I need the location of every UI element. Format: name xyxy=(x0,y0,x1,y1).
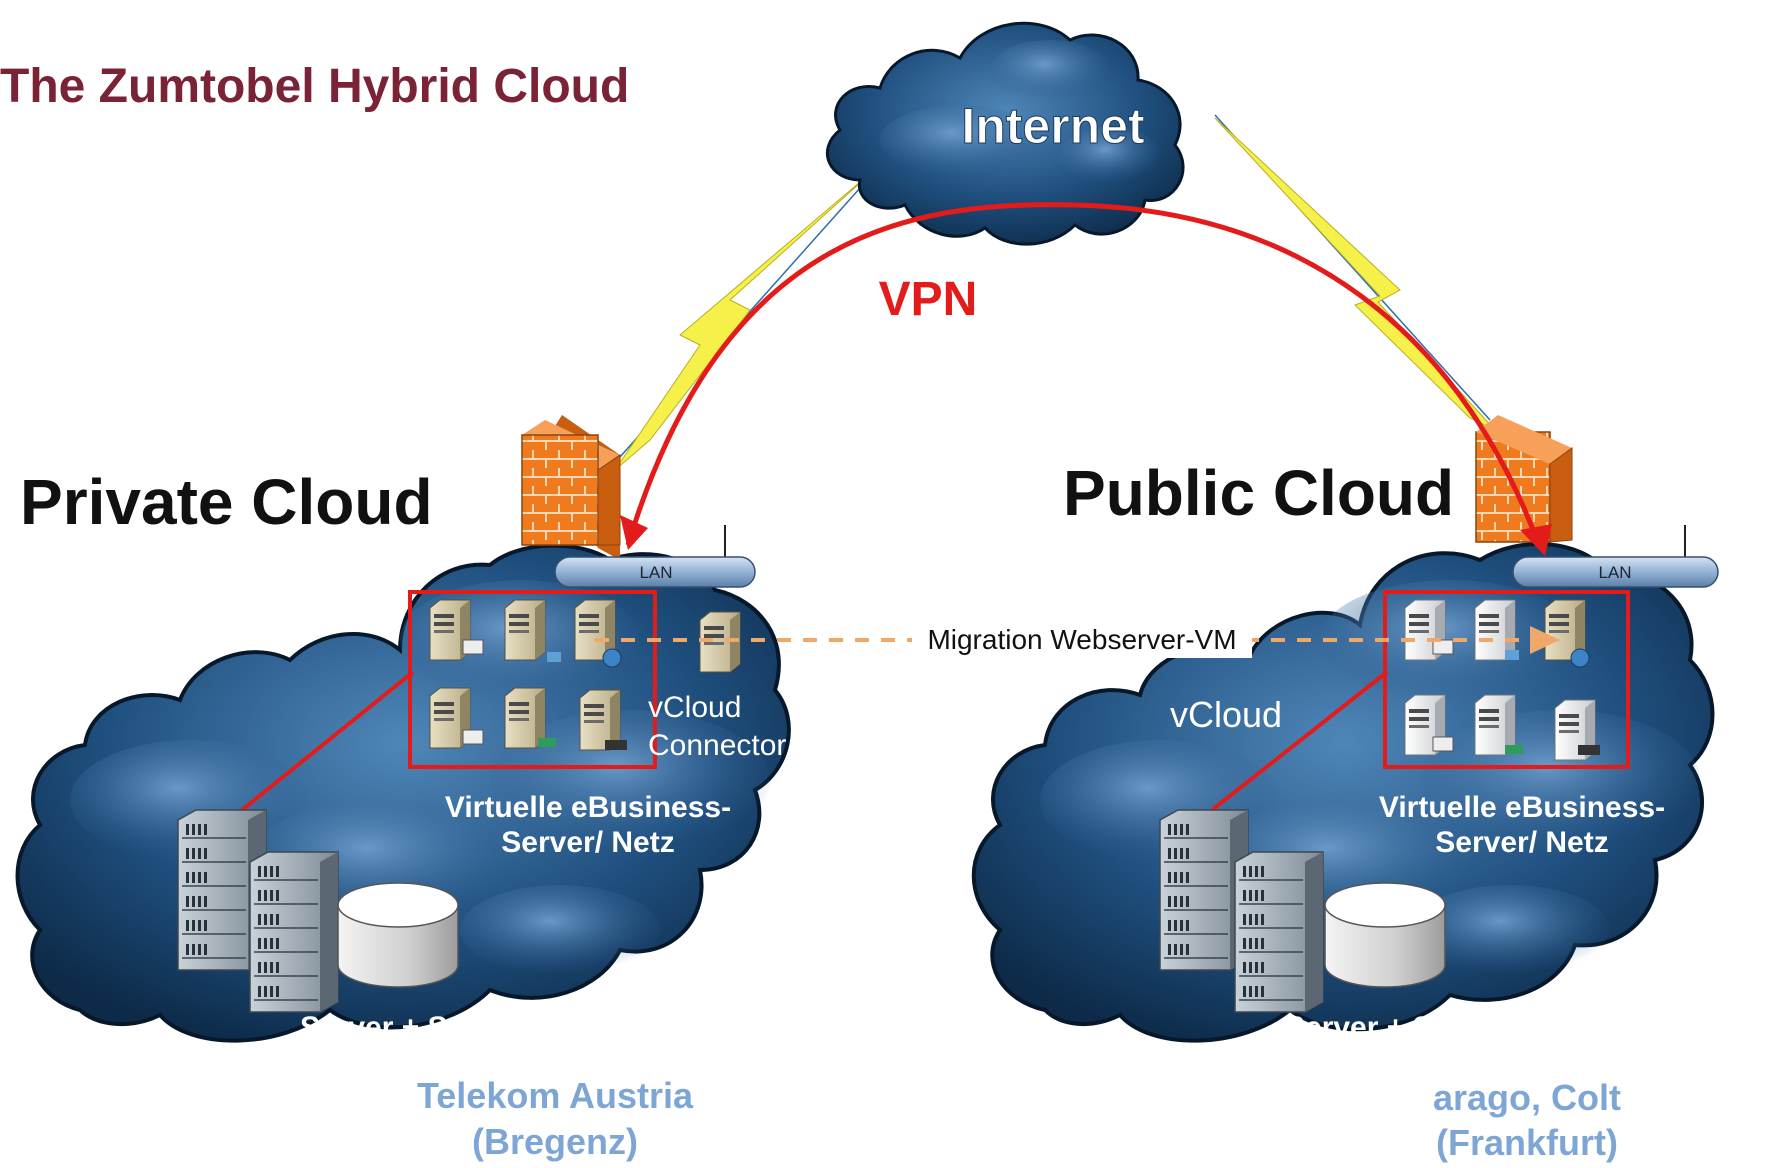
wireless-link-left-icon xyxy=(594,159,886,486)
private-provider-line1: Telekom Austria xyxy=(417,1075,694,1116)
private-cloud-heading: Private Cloud xyxy=(20,466,433,538)
internet-label: Internet xyxy=(961,98,1145,154)
private-virtual-label-line2: Server/ Netz xyxy=(501,826,674,859)
public-vcloud-label: vCloud xyxy=(1170,694,1282,735)
vpn-connection: VPN xyxy=(620,202,1552,556)
private-storage-disk-icon xyxy=(337,882,459,988)
private-virtual-label-line1: Virtuelle eBusiness- xyxy=(445,791,731,824)
public-storage-label: Server + Storage xyxy=(1285,1011,1524,1044)
lan-antenna-icon xyxy=(724,525,1686,560)
public-firewall-icon xyxy=(1475,415,1573,543)
public-provider-line1: arago, Colt xyxy=(1433,1077,1621,1118)
private-vm-group xyxy=(408,590,657,769)
private-firewall-icon xyxy=(521,415,621,560)
private-lan-bar: LAN xyxy=(554,556,756,588)
public-lan-bar: LAN xyxy=(1512,556,1719,588)
document-icon xyxy=(462,729,484,745)
money-icon xyxy=(538,738,556,747)
public-provider-line2: (Frankfurt) xyxy=(1436,1122,1618,1163)
vcloud-connector-label-line1: vCloud xyxy=(648,691,741,724)
public-cloud-heading: Public Cloud xyxy=(1063,457,1454,529)
public-virtual-label-line2: Server/ Netz xyxy=(1435,826,1608,859)
public-virtual-label-line1: Virtuelle eBusiness- xyxy=(1379,791,1665,824)
vpn-label: VPN xyxy=(879,273,978,326)
migration-arrowhead-icon xyxy=(1530,626,1560,654)
public-vm-group xyxy=(1383,590,1630,769)
globe-icon xyxy=(602,648,622,668)
migration-arrow: Migration Webserver-VM xyxy=(595,620,1560,658)
wireless-link-right-icon xyxy=(1214,114,1496,431)
document-icon xyxy=(1432,639,1454,655)
private-provider-line2: (Bregenz) xyxy=(472,1121,638,1162)
keyboard-icon xyxy=(605,740,627,750)
money-icon xyxy=(1505,745,1523,754)
page-title: The Zumtobel Hybrid Cloud xyxy=(0,60,629,113)
vpn-arrow-right-icon xyxy=(1520,524,1552,556)
globe-icon xyxy=(1570,648,1590,668)
keyboard-icon xyxy=(1578,745,1600,755)
public-storage-disk-icon xyxy=(1324,882,1446,988)
private-storage-label: Server + Storage xyxy=(300,1011,539,1044)
public-storage-link xyxy=(1210,670,1389,812)
database-icon xyxy=(547,652,561,662)
vpn-arrow-left-icon xyxy=(620,515,648,550)
document-icon xyxy=(462,639,484,655)
document-icon xyxy=(1432,736,1454,752)
internet-cloud: Internet xyxy=(826,21,1185,246)
private-lan-label: LAN xyxy=(639,563,672,582)
private-storage-link xyxy=(240,670,415,812)
database-icon xyxy=(1505,650,1519,660)
vm-database-server-icon xyxy=(504,599,546,661)
migration-label: Migration Webserver-VM xyxy=(927,624,1236,655)
public-lan-label: LAN xyxy=(1598,563,1631,582)
vcloud-connector-label-line2: Connector xyxy=(648,729,786,762)
